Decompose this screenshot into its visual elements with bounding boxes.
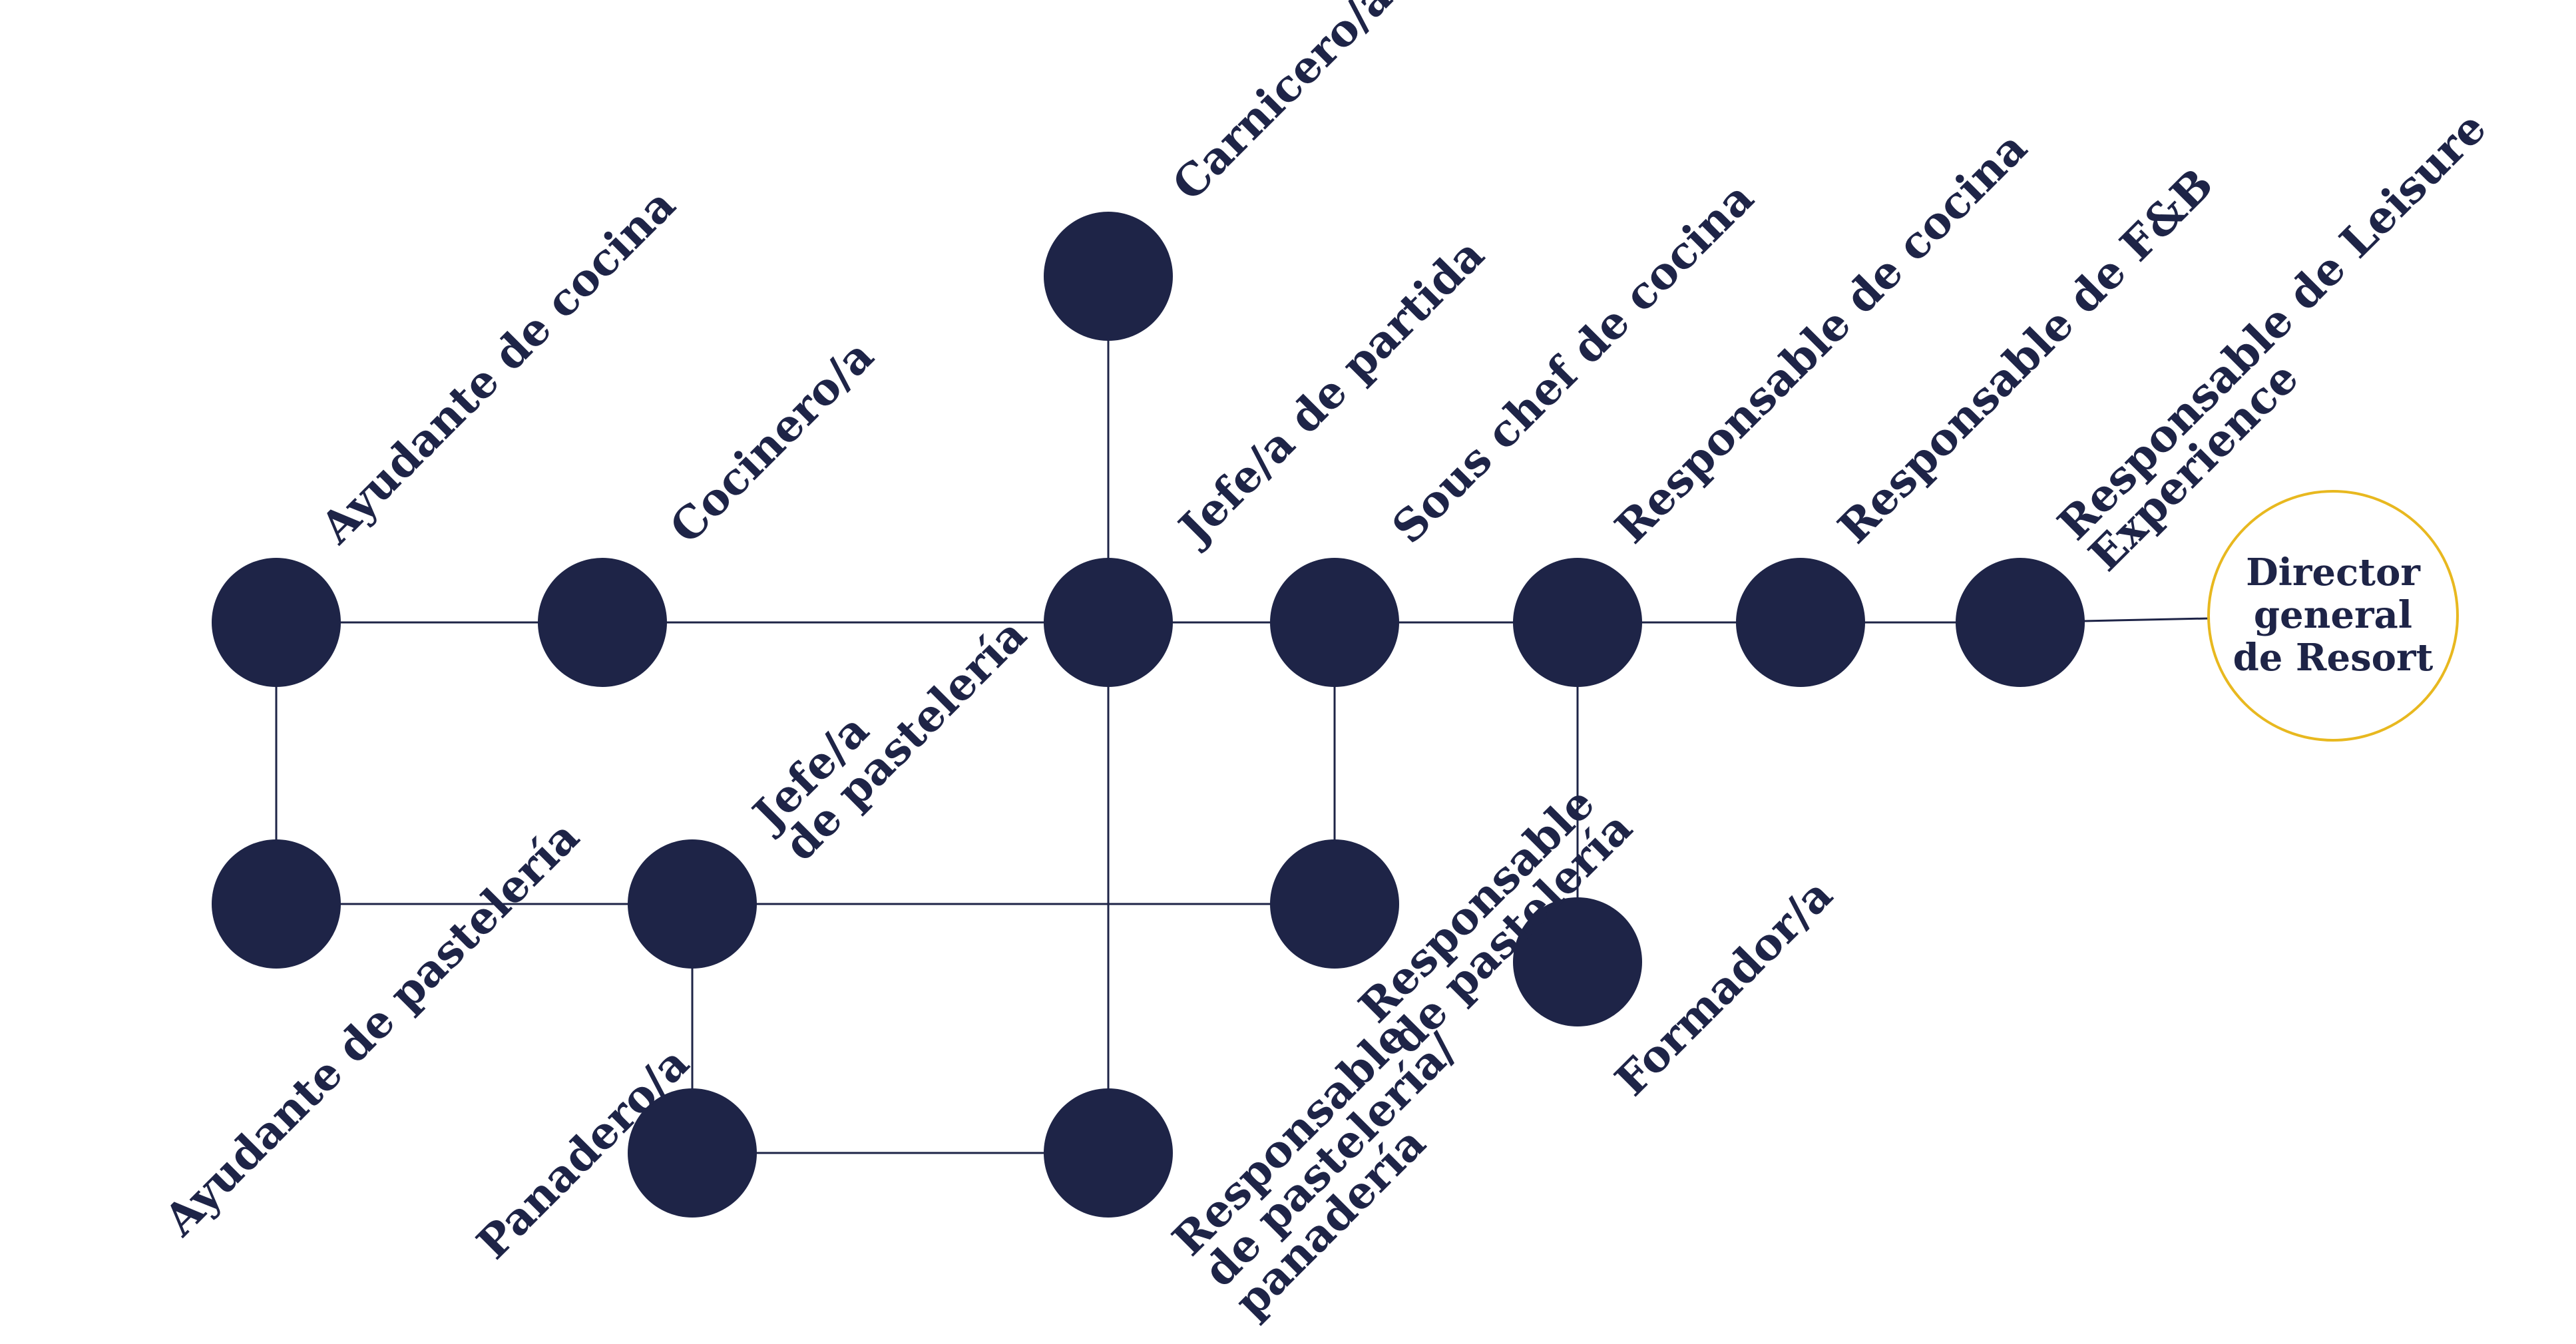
role-label-carnicero: Carnicero/a [1162, 0, 1402, 210]
final-role-node [2207, 490, 2459, 742]
role-label-sous-chef: Sous chef de cocina [1382, 172, 1763, 553]
role-label-line: Responsable de cocina [1605, 121, 2037, 553]
role-label-ayudante-cocina: Ayudante de cocina [310, 178, 685, 554]
role-label-line: Ayudante de cocina [310, 178, 685, 554]
role-node-ayudante-pasteleria [212, 839, 341, 969]
role-node-resp-past-pan [1044, 1088, 1173, 1218]
role-label-resp-cocina: Responsable de cocina [1605, 121, 2037, 553]
role-node-resp-cocina [1513, 558, 1642, 687]
role-label-cocinero: Cocinero/a [660, 330, 883, 553]
role-node-jefe-pasteleria [628, 839, 757, 969]
role-label-line: Responsable de Leisure [2047, 102, 2496, 551]
final-role-label-line: Director [2246, 551, 2421, 594]
role-node-carnicero [1044, 212, 1173, 341]
role-label-line: Carnicero/a [1162, 0, 1402, 210]
role-node-ayudante-cocina [212, 558, 341, 687]
role-node-resp-fb [1736, 558, 1865, 687]
role-node-cocinero [538, 558, 667, 687]
role-label-line: Sous chef de cocina [1382, 172, 1763, 553]
final-role-label-line: de Resort [2233, 636, 2434, 680]
role-node-formador [1513, 897, 1642, 1026]
role-node-resp-pasteleria [1270, 839, 1399, 969]
role-node-sous-chef [1270, 558, 1399, 687]
role-node-jefe-partida [1044, 558, 1173, 687]
career-nodes [212, 212, 2459, 1218]
role-label-line: Cocinero/a [660, 330, 883, 553]
role-label-resp-past-pan: Responsablede pastelería/panadería [1162, 992, 1498, 1328]
final-role-label-line: general [2254, 593, 2412, 637]
role-label-formador: Formador/a [1605, 869, 1842, 1106]
role-node-panadero [628, 1088, 757, 1218]
role-node-resp-leisure [1956, 558, 2085, 687]
role-label-line: Formador/a [1605, 869, 1842, 1106]
